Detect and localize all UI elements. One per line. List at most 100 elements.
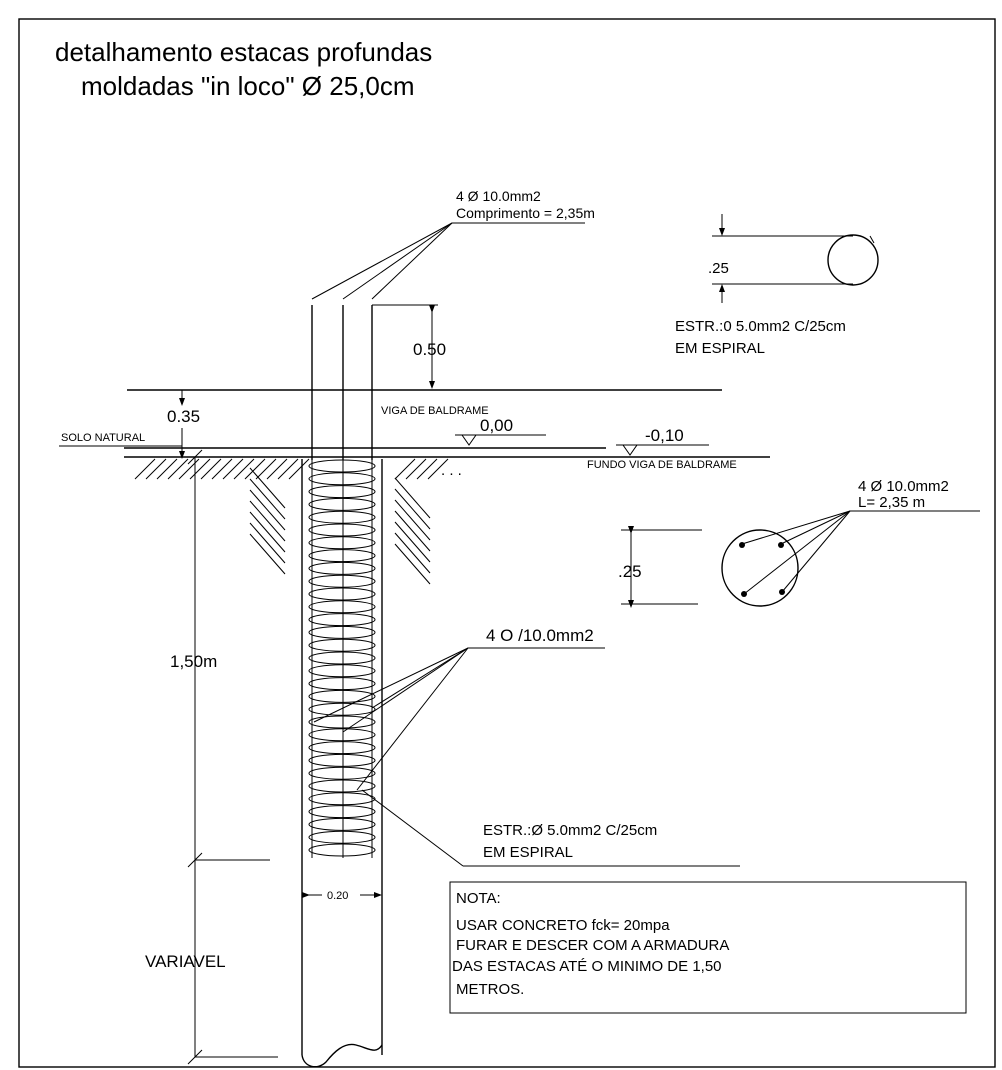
spiral-turn xyxy=(308,587,376,601)
hatch-line xyxy=(249,522,286,564)
nota-line3: DAS ESTACAS ATÉ O MINIMO DE 1,50 xyxy=(452,958,722,975)
nota-heading: NOTA: xyxy=(456,890,501,907)
hatch-line xyxy=(255,458,277,480)
hatch-line xyxy=(249,511,286,553)
spiral-mid-label: ESTR.:Ø 5.0mm2 C/25cm xyxy=(483,822,657,839)
cross-section-detail: 4 Ø 10.0mm2 L= 2,35 m .25 xyxy=(618,478,980,608)
spiral-turn xyxy=(308,549,376,563)
spiral-turn xyxy=(308,600,376,614)
spiral-turn xyxy=(308,792,376,806)
top-rebar-label: 4 Ø 10.0mm2 xyxy=(456,188,541,204)
top-rebar-length: Comprimento = 2,35m xyxy=(456,205,595,221)
spiral-turn xyxy=(308,843,376,857)
hatch-line xyxy=(394,543,431,585)
dimension-variavel-label: VARIAVEL xyxy=(145,952,226,971)
dimension-25-top-label: .25 xyxy=(708,260,729,277)
spiral-turn xyxy=(308,510,376,524)
spiral-turn xyxy=(308,689,376,703)
soil-hatch-right xyxy=(394,458,449,480)
hatch-line xyxy=(233,458,255,480)
mid-rebar-callout: 4 O /10.0mm2 xyxy=(313,626,605,791)
hatch-line xyxy=(167,458,189,480)
pile-body xyxy=(301,459,383,1068)
spiral-turn xyxy=(308,625,376,639)
section-rebar-length: L= 2,35 m xyxy=(858,494,925,511)
hatch-line xyxy=(249,533,286,575)
section-rebar-label: 4 Ø 10.0mm2 xyxy=(858,478,949,495)
spiral-mid-callout: ESTR.:Ø 5.0mm2 C/25cm EM ESPIRAL xyxy=(361,789,740,867)
nota-line2: FURAR E DESCER COM A ARMADURA xyxy=(456,937,729,954)
top-rebar-callout: 4 Ø 10.0mm2 Comprimento = 2,35m xyxy=(311,188,595,300)
spiral-turn xyxy=(308,677,376,691)
dimension-150-variavel: 1,50m VARIAVEL xyxy=(145,449,278,1065)
spiral-top-detail: .25 ESTR.:0 5.0mm2 C/25cm EM ESPIRAL xyxy=(675,214,879,357)
pile-spiral xyxy=(308,459,376,857)
hatch-line xyxy=(427,458,449,480)
hatch-line xyxy=(394,510,431,552)
dimension-25-section-label: .25 xyxy=(618,562,642,581)
spiral-turn xyxy=(308,613,376,627)
spiral-turn xyxy=(308,715,376,729)
hatch-line xyxy=(222,458,244,480)
dimension-020: 0.20 xyxy=(302,890,382,902)
level-010-label: -0,10 xyxy=(645,426,684,445)
drawing-frame xyxy=(18,18,996,1068)
viga-baldrame-label: VIGA DE BALDRAME xyxy=(381,405,489,417)
hatch-line xyxy=(200,458,222,480)
hatch-line xyxy=(405,458,427,480)
hatch-line xyxy=(189,458,211,480)
nota-box: NOTA: USAR CONCRETO fck= 20mpa FURAR E D… xyxy=(449,881,967,1014)
spiral-turn xyxy=(308,523,376,537)
soil-hatch-excavation xyxy=(249,467,431,585)
dimension-035: 0.35 xyxy=(167,390,200,459)
nota-line4: METROS. xyxy=(456,981,524,998)
spiral-turn xyxy=(308,753,376,767)
spiral-turn xyxy=(308,728,376,742)
fundo-viga-label: FUNDO VIGA DE BALDRAME xyxy=(587,459,737,471)
hatch-line xyxy=(249,500,286,542)
mid-rebar-label: 4 O /10.0mm2 xyxy=(486,626,594,645)
spiral-turn xyxy=(308,664,376,678)
spiral-turn xyxy=(308,638,376,652)
dimension-050: 0.50 xyxy=(413,305,446,389)
hatch-line xyxy=(394,499,431,541)
spiral-turn xyxy=(308,702,376,716)
spiral-turn xyxy=(308,497,376,511)
soil-hatch-left xyxy=(134,458,310,480)
hatch-line xyxy=(416,458,438,480)
hatch-line xyxy=(266,458,288,480)
spiral-turn xyxy=(308,651,376,665)
hatch-line xyxy=(244,458,266,480)
hatch-line xyxy=(394,458,416,480)
spiral-turn xyxy=(308,485,376,499)
spiral-turn xyxy=(308,805,376,819)
hatch-line xyxy=(394,532,431,574)
level-000-marker: 0,00 xyxy=(455,416,546,446)
level-000-label: 0,00 xyxy=(480,416,513,435)
drawing-title-line2: moldadas "in loco" Ø 25,0cm xyxy=(81,71,415,101)
spiral-turn xyxy=(308,459,376,473)
hatch-line xyxy=(134,458,156,480)
rebar-in-pile xyxy=(311,460,373,858)
hatch-line xyxy=(249,478,286,520)
spiral-turn xyxy=(308,536,376,550)
hatch-line xyxy=(249,489,286,531)
hatch-line xyxy=(277,458,299,480)
spiral-turn xyxy=(308,741,376,755)
spiral-turn xyxy=(308,830,376,844)
spiral-turn xyxy=(308,574,376,588)
nota-line1: USAR CONCRETO fck= 20mpa xyxy=(456,917,670,934)
hatch-line xyxy=(249,467,286,509)
spiral-turn xyxy=(308,779,376,793)
dimension-150-label: 1,50m xyxy=(170,652,217,671)
rebar-above-ground xyxy=(311,304,438,460)
hatch-line xyxy=(156,458,178,480)
hatch-line xyxy=(394,521,431,563)
spiral-top-label: ESTR.:0 5.0mm2 C/25cm xyxy=(675,318,846,335)
drawing-title-line1: detalhamento estacas profundas xyxy=(55,37,432,67)
level-010-marker: -0,10 xyxy=(616,426,709,456)
dots-label: . . . xyxy=(441,462,462,479)
hatch-line xyxy=(145,458,167,480)
dimension-035-label: 0.35 xyxy=(167,407,200,426)
